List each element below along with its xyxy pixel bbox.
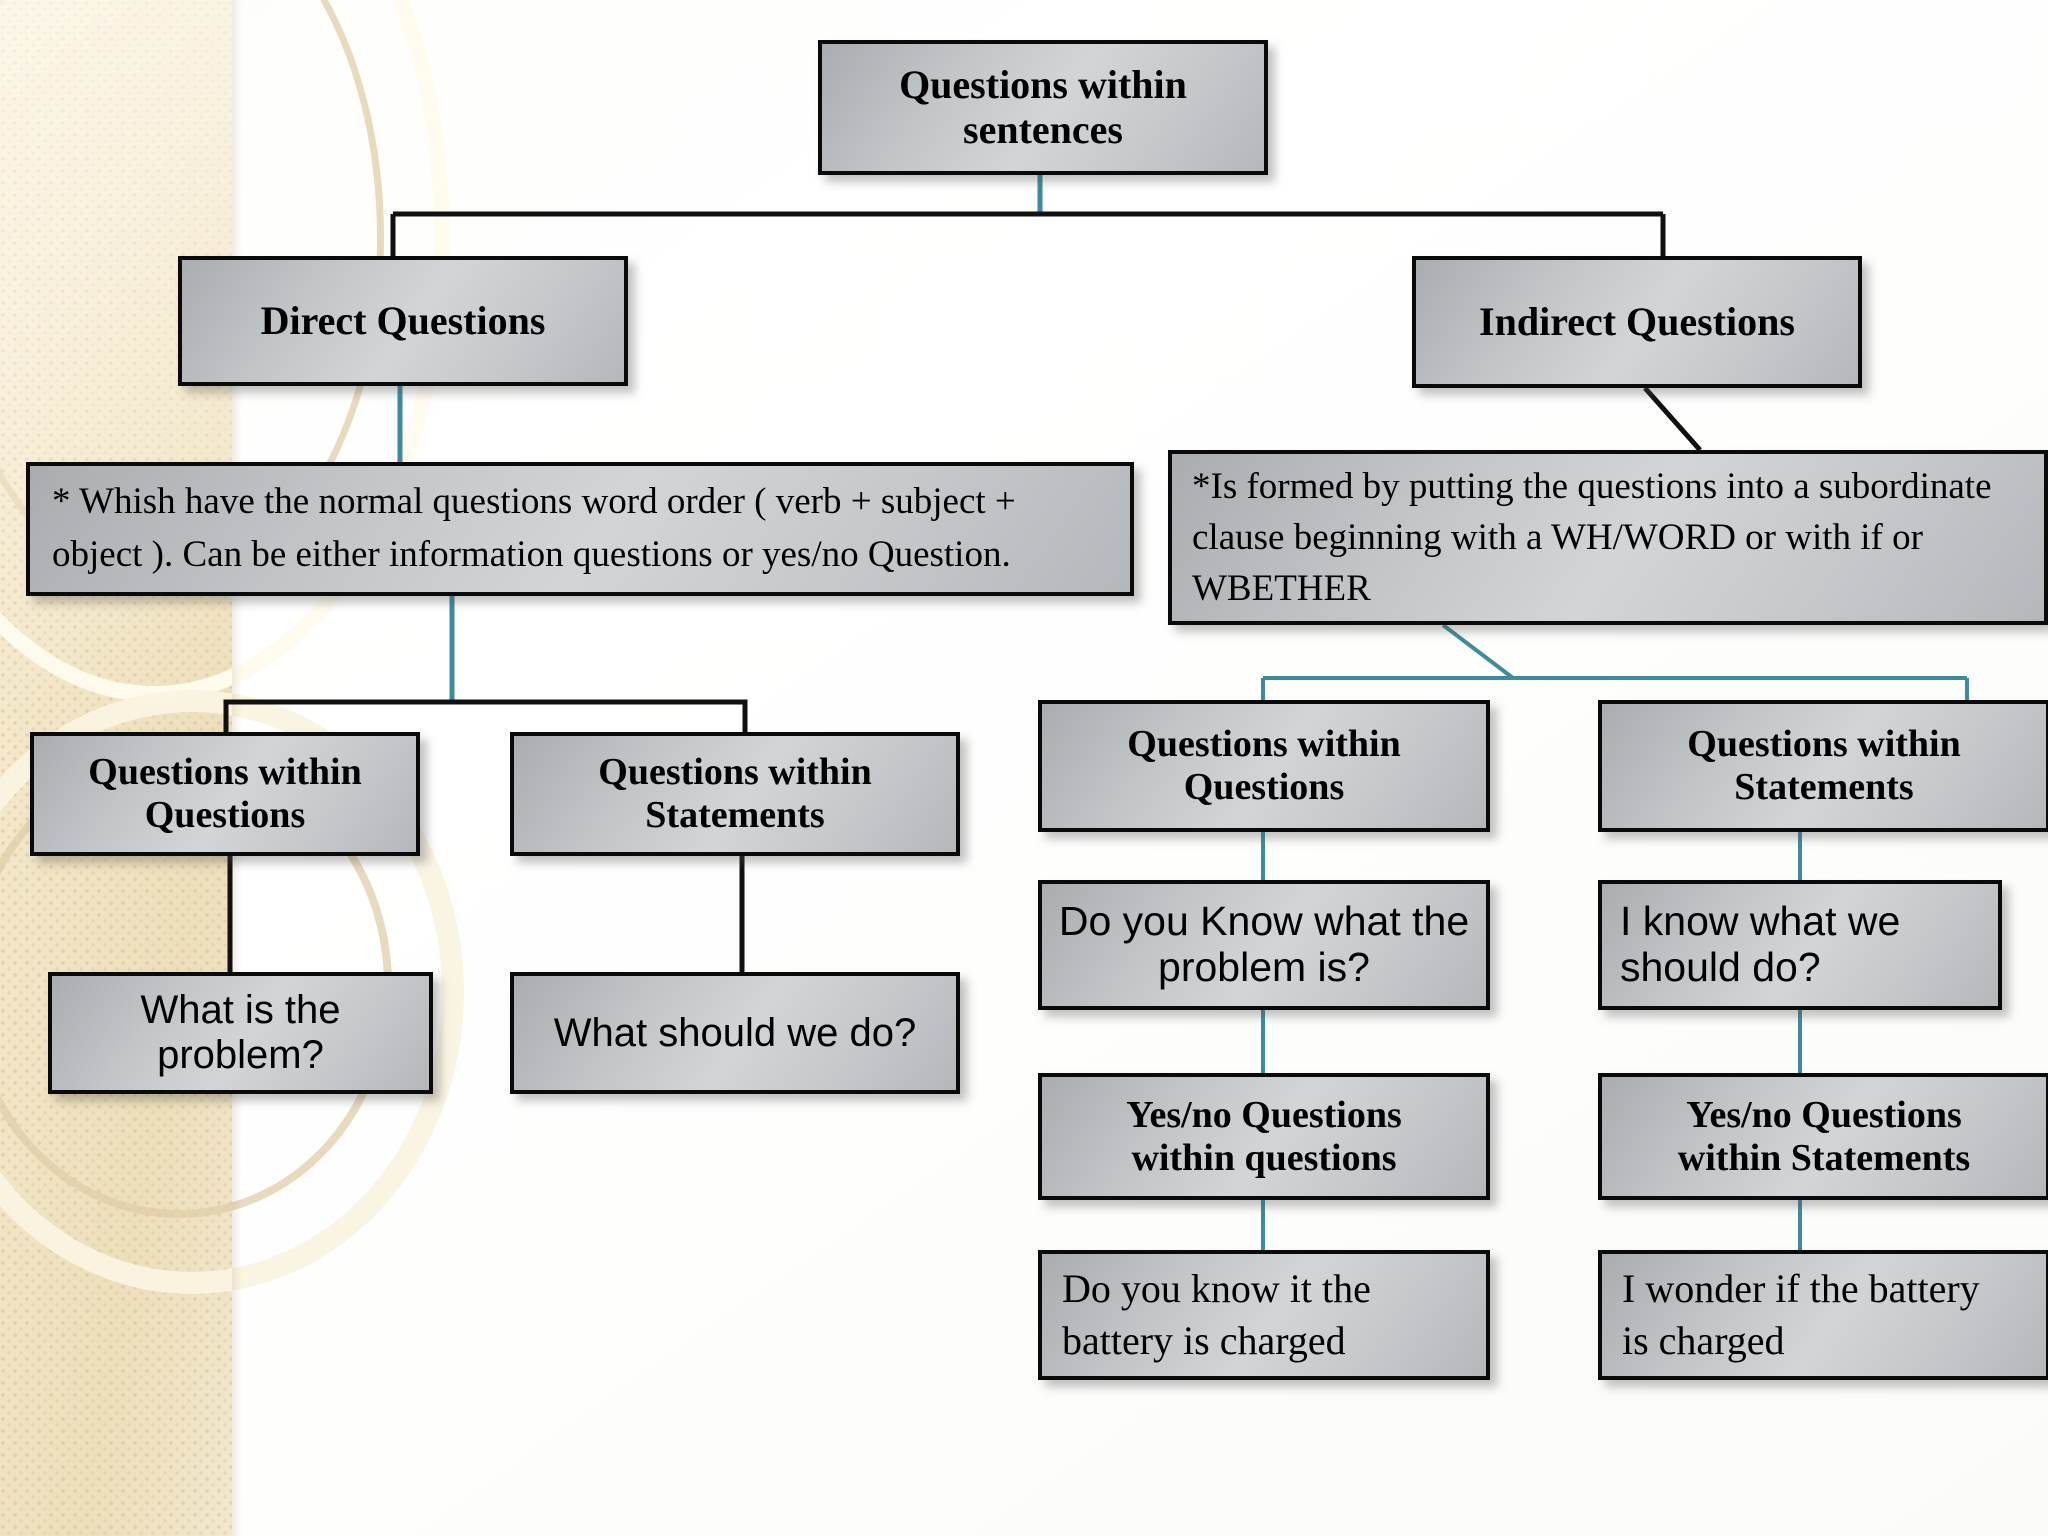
node-indirect-qwq-label: Questions within Questions <box>1127 723 1401 808</box>
node-root-label: Questions within sentences <box>899 61 1187 152</box>
node-direct-qws-example-label: What should we do? <box>553 1010 917 1055</box>
node-direct-description[interactable]: * Whish have the normal questions word o… <box>26 462 1134 596</box>
node-direct-qwq-example-label: What is the problem? <box>140 988 341 1077</box>
node-indirect-qws-example[interactable]: I know what we should do? <box>1598 880 2002 1010</box>
node-indirect-description-label: *Is formed by putting the questions into… <box>1192 465 1992 610</box>
node-indirect-qws-example-label: I know what we should do? <box>1620 898 1901 990</box>
node-indirect-yns-label: Yes/no Questions within Statements <box>1677 1093 1971 1179</box>
node-indirect-description[interactable]: *Is formed by putting the questions into… <box>1168 450 2048 625</box>
node-indirect-ynq-example[interactable]: Do you know it the battery is charged <box>1038 1250 1490 1380</box>
node-direct-description-label: * Whish have the normal questions word o… <box>52 481 1016 575</box>
node-indirect-qws-label: Questions within Statements <box>1687 723 1961 808</box>
node-direct-qws-example[interactable]: What should we do? <box>510 972 960 1094</box>
node-direct-questions-label: Direct Questions <box>260 297 546 343</box>
node-indirect-questions-within-questions[interactable]: Questions within Questions <box>1038 700 1490 832</box>
node-indirect-questions-within-statements[interactable]: Questions within Statements <box>1598 700 2048 832</box>
node-indirect-questions[interactable]: Indirect Questions <box>1412 256 1862 388</box>
connector-indirectdesc-stem <box>1441 623 1515 680</box>
node-indirect-ynq-example-label: Do you know it the battery is charged <box>1062 1266 1371 1363</box>
node-indirect-yesno-within-statements[interactable]: Yes/no Questions within Statements <box>1598 1073 2048 1200</box>
connector-indirect-to-desc <box>1643 386 1702 452</box>
node-direct-qws-label: Questions within Statements <box>598 751 872 836</box>
node-indirect-qwq-example-label: Do you Know what the problem is? <box>1058 898 1470 990</box>
node-indirect-yesno-within-questions[interactable]: Yes/no Questions within questions <box>1038 1073 1490 1200</box>
node-indirect-ynq-label: Yes/no Questions within questions <box>1126 1093 1402 1179</box>
node-root[interactable]: Questions within sentences <box>818 40 1268 175</box>
node-direct-questions-within-questions[interactable]: Questions within Questions <box>30 732 420 856</box>
node-direct-questions[interactable]: Direct Questions <box>178 256 628 386</box>
node-direct-qwq-label: Questions within Questions <box>88 751 362 836</box>
node-direct-qwq-example[interactable]: What is the problem? <box>48 972 433 1094</box>
node-indirect-yns-example-label: I wonder if the battery is charged <box>1622 1266 1980 1363</box>
node-direct-questions-within-statements[interactable]: Questions within Statements <box>510 732 960 856</box>
node-indirect-qwq-example[interactable]: Do you Know what the problem is? <box>1038 880 1490 1010</box>
node-indirect-yns-example[interactable]: I wonder if the battery is charged <box>1598 1250 2048 1380</box>
node-indirect-questions-label: Indirect Questions <box>1479 298 1795 344</box>
